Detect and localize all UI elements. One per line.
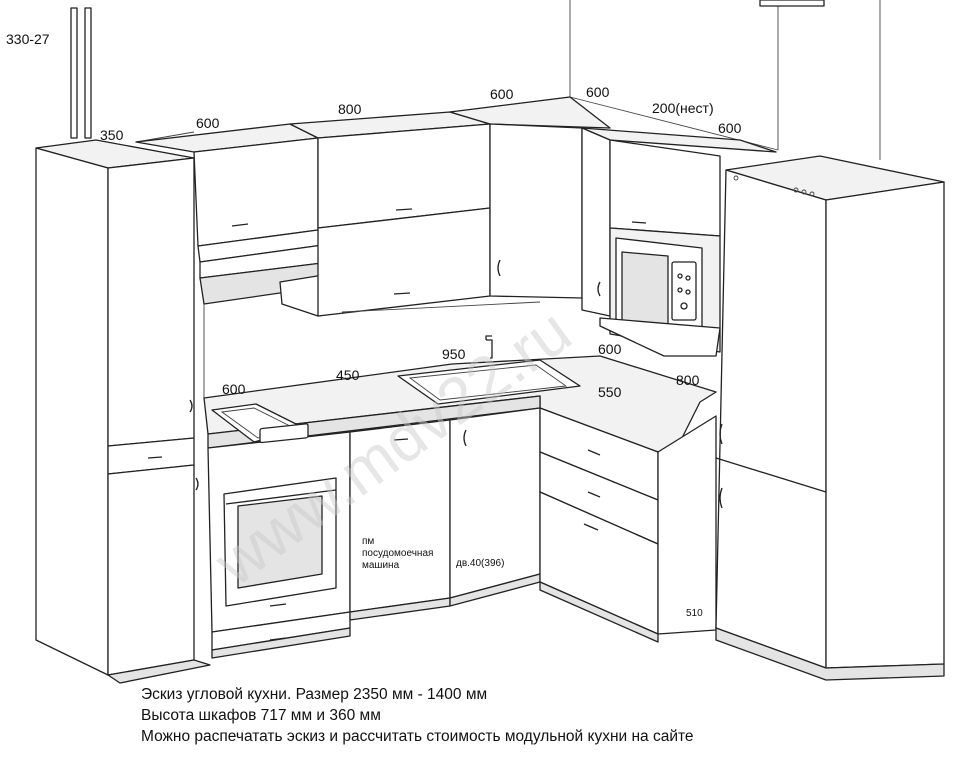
backsplash [203,301,541,398]
dim-upper-corner-width: 600 [490,86,514,102]
caption: Эскиз угловой кухни. Размер 2350 мм - 14… [141,684,694,747]
dim-drawer-unit-depth: 510 [686,608,703,619]
dim-counter-right-depth: 550 [598,384,622,400]
dim-counter-hob-width: 600 [222,381,246,397]
dim-upper-left-width: 600 [196,115,220,131]
dim-counter-sink-width: 950 [442,346,466,362]
upper-cabinets [135,96,777,357]
dim-upper-right-width: 600 [586,84,610,100]
refrigerator [715,155,945,681]
dim-upper-right-extra: 200(нест) [652,100,714,116]
oven-unit [207,423,351,659]
dim-counter-right-width: 800 [676,372,700,388]
door-spec-label: дв.40(396) [456,558,504,569]
dishwasher-label-2: посудомоечная [362,548,433,559]
caption-line-1: Эскиз угловой кухни. Размер 2350 мм - 14… [141,686,488,703]
dim-upper-middle-width: 800 [338,101,362,117]
sketch-code: 330-27 [6,31,50,47]
vent-pipes [70,7,92,139]
dishwasher-label-1: пм [362,536,374,547]
caption-line-3: Можно распечатать эскиз и рассчитать сто… [141,728,694,745]
dim-counter-corner-width: 600 [598,341,622,357]
dim-fridge-width: 600 [718,120,742,136]
caption-line-2: Высота шкафов 717 мм и 360 мм [141,707,381,724]
tall-cabinet-left [35,139,211,684]
drawer-unit [539,407,717,643]
dim-counter-middle-width: 450 [336,367,360,383]
dim-tall-cabinet-depth: 350 [100,127,124,143]
dishwasher [349,419,451,621]
dishwasher-label-3: машина [362,560,400,571]
